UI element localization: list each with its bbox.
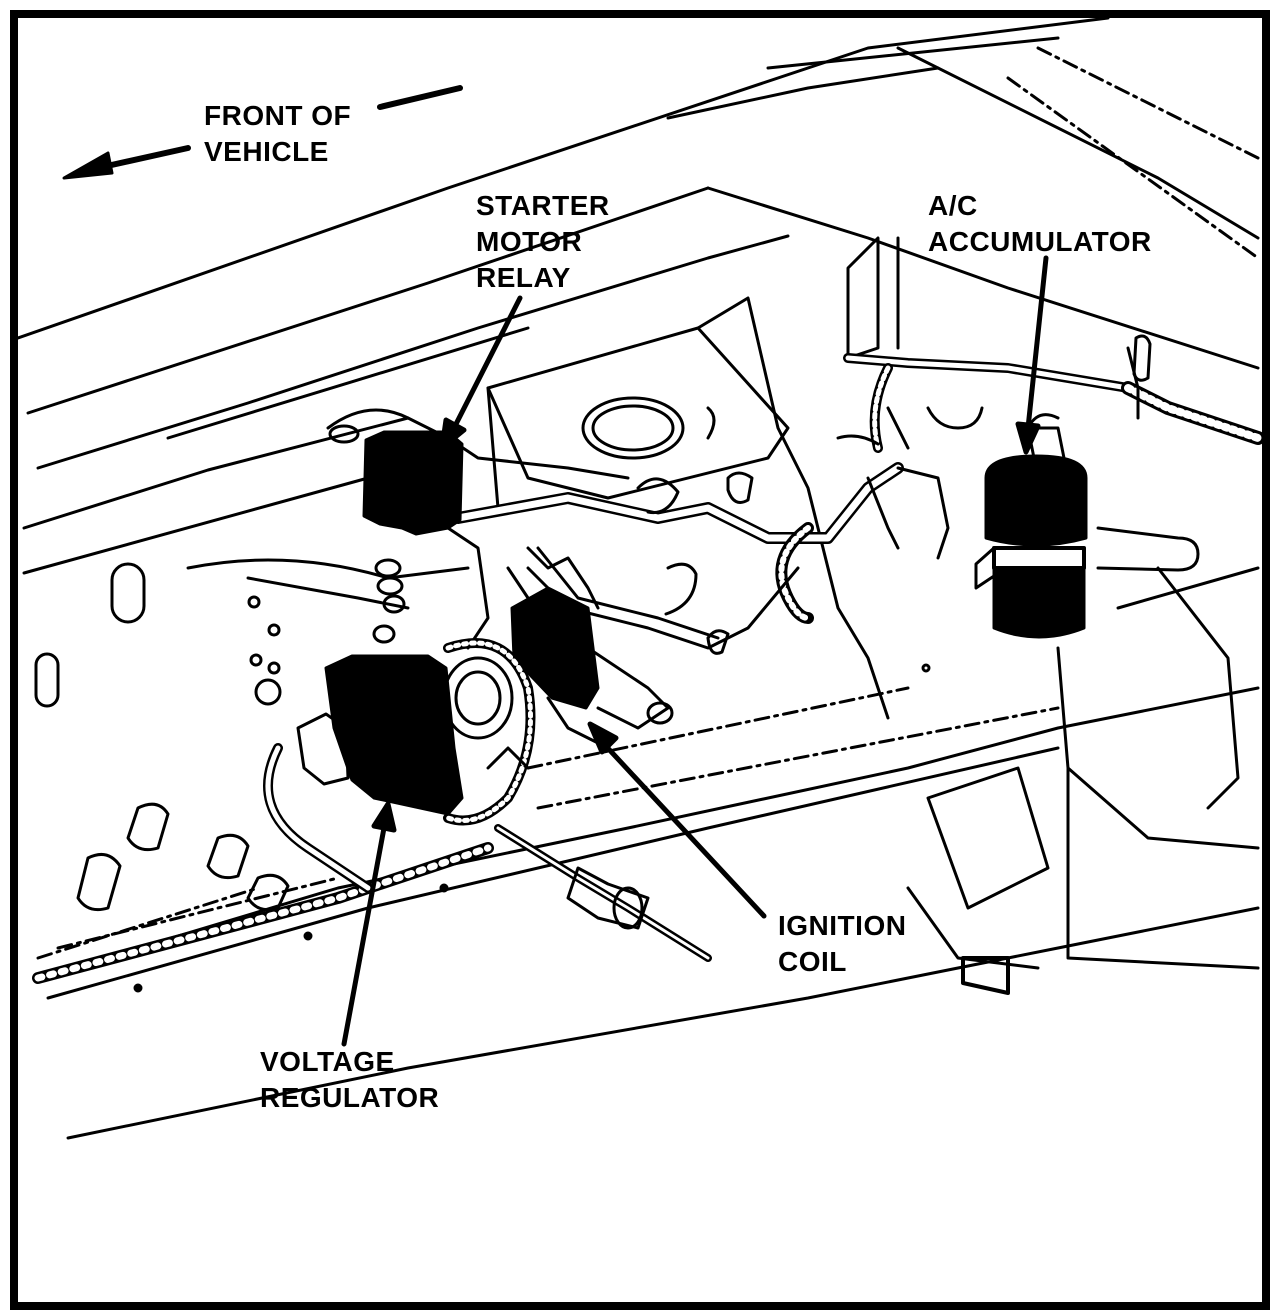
ignition-coil-label: IGNITION COIL [778, 908, 906, 980]
starter-motor-relay-label: STARTER MOTOR RELAY [476, 188, 610, 296]
starter-motor-relay [328, 424, 464, 644]
leader-arrows [341, 255, 1049, 1047]
starter-label-line1: STARTER [476, 190, 610, 221]
ac-label-line1: A/C [928, 190, 978, 221]
main-harness [186, 406, 950, 655]
ac-accumulator [974, 413, 1088, 639]
ignition-label-line2: COIL [778, 946, 847, 977]
front-label-line1: FRONT OF [204, 100, 352, 131]
fender-holes [34, 562, 931, 708]
starter-label-line3: RELAY [476, 262, 571, 293]
voltage-regulator [263, 638, 536, 893]
front-arrow [62, 85, 463, 180]
right-body [906, 526, 1260, 995]
ignition-coil [506, 546, 610, 750]
top-harness [843, 334, 1262, 453]
regulator-label-line2: REGULATOR [260, 1082, 440, 1113]
voltage-regulator-label: VOLTAGE REGULATOR [260, 1044, 439, 1116]
probe-lead [494, 824, 712, 962]
ignition-label-line1: IGNITION [778, 910, 907, 941]
starter-label-line2: MOTOR [476, 226, 583, 257]
hatched-cable [32, 842, 494, 993]
ac-label-line2: ACCUMULATOR [928, 226, 1152, 257]
engine-compartment-illustration [18, 18, 1262, 1140]
front-label-line2: VEHICLE [204, 136, 329, 167]
regulator-label-line1: VOLTAGE [260, 1046, 395, 1077]
front-of-vehicle-label: FRONT OF VEHICLE [204, 98, 351, 170]
frame-rail [36, 686, 1260, 1140]
diagram-frame: FRONT OF VEHICLE STARTER MOTOR RELAY A/C… [10, 10, 1270, 1310]
shock-tower [486, 296, 890, 730]
fender-outline [18, 18, 1260, 575]
ac-accumulator-label: A/C ACCUMULATOR [928, 188, 1152, 260]
